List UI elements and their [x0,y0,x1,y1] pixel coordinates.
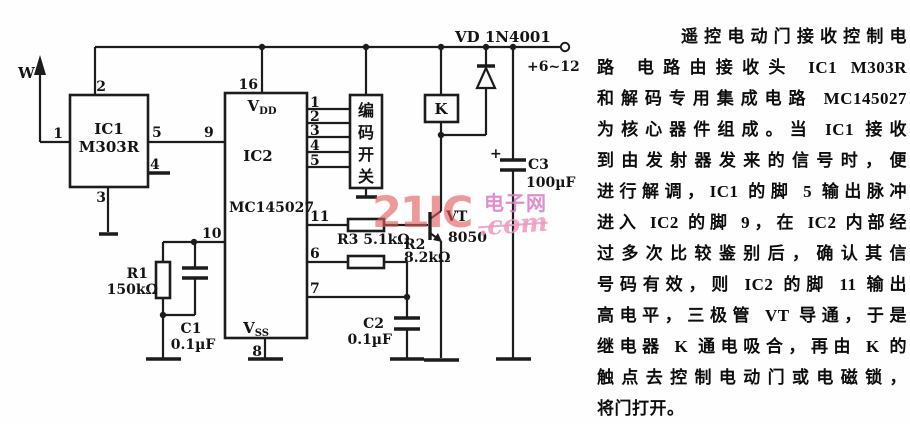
ground-icons [99,195,531,362]
ic2-part: MC145027 [229,200,314,216]
capacitor-c2: C2 0.1µF [347,316,420,348]
antenna-icon: W [17,55,46,82]
ic1-m303r: IC1 M303R 2 1 5 4 3 [53,79,162,206]
article-line: 为核心器件组成。当 IC1 接收 [597,120,907,139]
article-title-line: 遥控电动门接收控制电 [597,21,907,52]
c3-plus-sign: + [490,146,502,162]
junction-dots [159,43,517,319]
encoder-switch-char1: 编 [358,101,374,120]
article-line: 触点去控制电动门或电磁锁， [597,368,907,387]
c1-name: C1 [181,321,202,337]
ic2-pin1: 1 [310,95,320,111]
relay-label: K [434,100,448,118]
article-line: 高电平，三极管 VT 导通，于是 [597,306,907,325]
resistor-r2: R2 8.2kΩ [346,237,451,270]
ic1-pin3: 3 [96,190,106,206]
ic2-name: IC2 [243,147,272,165]
article-line: 号码有效，则 IC2 的脚 11 输出 [597,275,907,294]
ic2-pin3: 3 [310,123,320,139]
r3-label: R3 5.1kΩ [337,232,410,248]
ic2-pin7: 7 [310,281,320,297]
vt-name: VT [445,209,468,225]
article-line: 将门打开。 [597,399,685,418]
article-body-start: 电路由接收头 IC1 M303R [636,58,908,77]
supply-voltage-label: +6~12 [527,59,580,75]
r2-name: R2 [404,237,425,253]
ic2-pin16: 16 [239,77,258,93]
ic2-pin4: 4 [310,138,320,154]
resistor-r1: R1 150kΩ [107,260,172,300]
ic2-pin8: 8 [252,344,262,360]
ic2-pin11: 11 [310,209,329,225]
r2-value: 8.2kΩ [404,250,451,266]
article-title-part2: 路 [597,58,624,77]
article-line: 过多次比较鉴别后，确认其信 [597,244,907,263]
ic1-pin5: 5 [152,125,162,141]
resistor-r3: R3 5.1kΩ [337,217,410,248]
ic2-vdd-label: VDD [247,97,277,117]
description-text: 遥控电动门接收控制电 路 电路由接收头 IC1 M303R 和解码专用集成电路 … [597,21,907,424]
transistor-vt: VT 8050 [428,209,487,246]
ic2-mc145027: 16 VDD IC2 MC145027 VSS 8 1 2 3 4 5 11 6… [202,77,329,360]
article-line: 路 电路由接收头 IC1 M303R [597,52,907,83]
ic1-pin4: 4 [150,157,160,173]
supply-terminal: +6~12 [527,41,580,75]
relay-k: K [423,93,460,124]
r1-name: R1 [127,266,148,282]
ic1-pin1: 1 [53,126,63,142]
ic2-pin5: 5 [310,153,320,169]
vt-part: 8050 [448,230,487,246]
encoder-switch-char4: 关 [358,167,374,186]
c3-value: 100µF [526,175,575,191]
diode-label: VD 1N4001 [454,28,551,46]
ic2-pin10: 10 [202,226,222,242]
article-title-part1: 遥控电动门接收控制电 [681,27,907,46]
antenna-label: W [17,64,36,82]
ic1-name: IC1 [94,120,123,138]
encoder-switch-char3: 开 [358,146,374,164]
article-line: 和解码专用集成电路 MC145027 [597,89,907,108]
encoder-switch: 编 码 开 关 [348,93,384,190]
diode-vd: VD 1N4001 [454,28,551,90]
article-line: 进行解调，IC1 的脚 5 输出脉冲 [597,182,907,201]
r1-value: 150kΩ [107,282,158,298]
capacitor-c3: + C3 100µF [490,146,575,191]
article-line: 到由发射器发来的信号时，便 [597,151,907,170]
article-line: 进入 IC2 的脚 9，在 IC2 内部经 [597,213,907,232]
ic2-pin2: 2 [310,109,320,125]
ic1-part: M303R [79,138,140,156]
circuit-schematic: +6~12 W IC1 M303R 2 1 5 4 3 9 16 VDD IC2… [17,28,580,362]
c1-value: 0.1µF [171,337,216,353]
encoder-switch-char2: 码 [358,124,374,142]
article-line: 继电器 K 通电吸合，再由 K 的 [597,337,907,356]
c2-name: C2 [363,316,384,332]
ic2-pin6: 6 [310,246,320,262]
ic2-vss-label: VSS [242,319,269,339]
ic2-pin9-label: 9 [204,125,214,141]
ic1-pin2: 2 [96,79,106,95]
c3-name: C3 [528,157,549,173]
capacitor-c1: C1 0.1µF [171,266,216,353]
c2-value: 0.1µF [347,332,392,348]
